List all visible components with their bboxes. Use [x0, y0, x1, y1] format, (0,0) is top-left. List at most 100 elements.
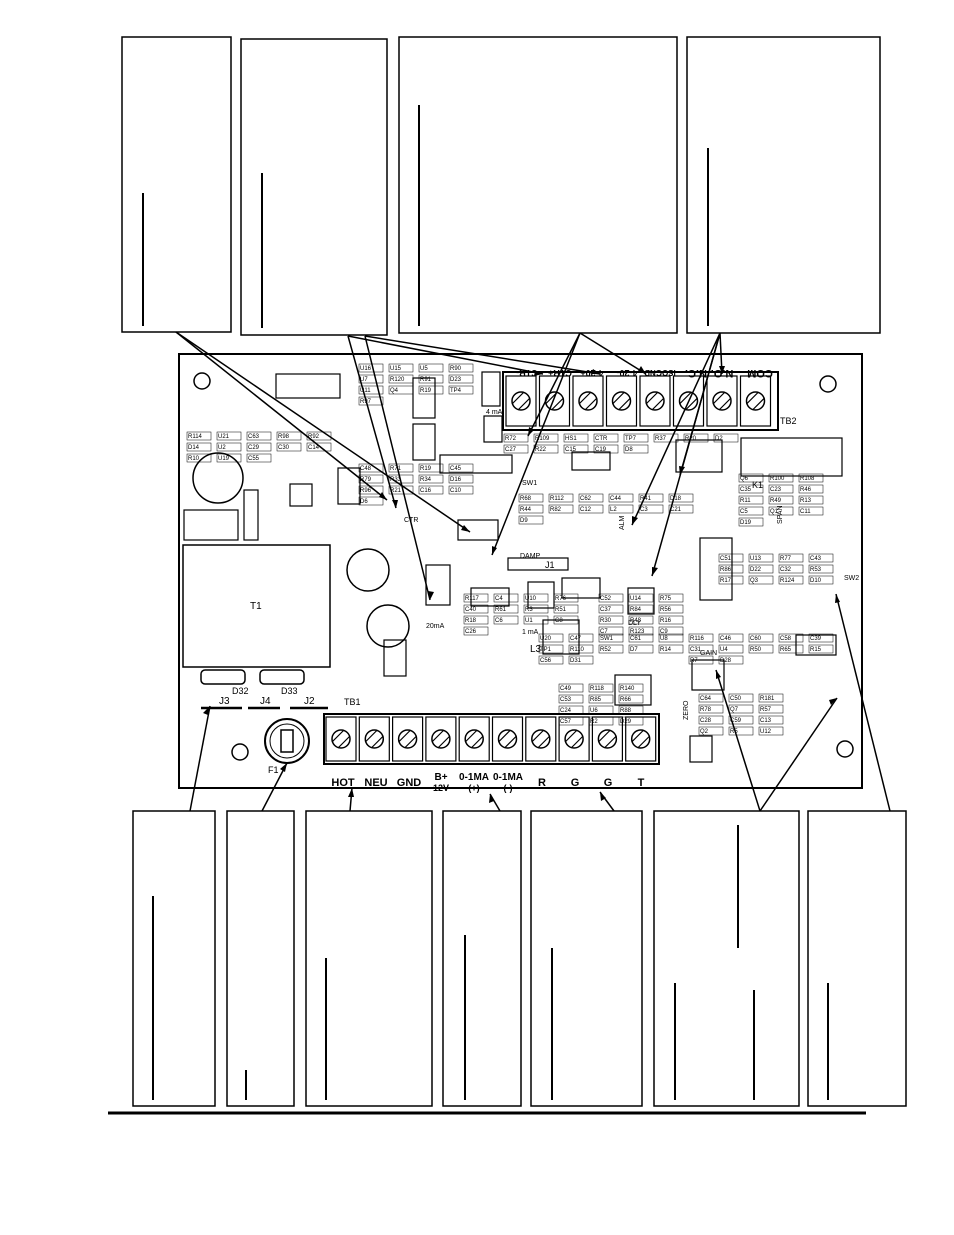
ic-u2 — [699, 537, 733, 601]
part-label: R78 — [700, 707, 712, 713]
part-outline — [653, 433, 679, 443]
callout-box-bottom-1 — [132, 810, 216, 1107]
part-label: C37 — [600, 607, 612, 613]
part-label: C13 — [760, 718, 772, 724]
part-outline — [463, 615, 489, 625]
part-label: R68 — [520, 496, 532, 502]
label-sw1: SW1 — [522, 480, 537, 487]
part-outline — [216, 453, 242, 463]
label-t1: T1 — [250, 601, 262, 612]
part-label: R49 — [770, 498, 782, 504]
part-label: C27 — [505, 447, 517, 453]
part-label: U12 — [760, 729, 772, 735]
part-label: C57 — [560, 719, 572, 725]
part-outline — [738, 506, 764, 516]
part-label: C21 — [670, 507, 682, 513]
part-label: R72 — [505, 436, 517, 442]
part-label: R116 — [690, 636, 705, 642]
tb2-terminal-head — [578, 391, 598, 411]
tb1-terminal-slot — [437, 735, 451, 749]
part-outline — [768, 506, 794, 516]
part-label: R123 — [630, 629, 645, 635]
part-outline — [628, 644, 654, 654]
tb1-terminal-slot — [470, 735, 484, 749]
tb2-terminal-slot — [618, 397, 631, 411]
part-label: R10 — [188, 456, 200, 462]
tb2-terminal-head — [645, 391, 665, 411]
ic-u4 — [561, 577, 601, 599]
part-label: R114 — [188, 434, 203, 440]
part-label: C52 — [600, 596, 612, 602]
tb2-terminal-head — [511, 391, 531, 411]
part-label: D28 — [720, 658, 732, 664]
tb1-terminal-head — [464, 729, 484, 749]
part-label: R30 — [600, 618, 612, 624]
ic-u8 — [571, 451, 611, 471]
part-outline — [808, 644, 834, 654]
callout-box-top-3 — [398, 36, 678, 334]
tb1-label-01ma-b: 0-1MA — [493, 772, 523, 783]
part-label: C5 — [740, 509, 748, 515]
part-outline — [768, 484, 794, 494]
part-outline — [758, 693, 784, 703]
part-outline — [246, 431, 272, 441]
tb2-terminal-head — [712, 391, 732, 411]
pot-dly — [627, 587, 655, 615]
part-label: R21 — [390, 488, 402, 494]
part-outline — [713, 433, 739, 443]
part-label: C11 — [800, 509, 811, 515]
ic-u7 — [457, 519, 499, 541]
part-label: TP1 — [540, 647, 552, 653]
part-outline — [718, 564, 744, 574]
part-outline — [758, 726, 784, 736]
tb2-terminal-slot — [517, 397, 531, 411]
part-outline — [306, 442, 332, 452]
part-label: D10 — [810, 578, 822, 584]
part-outline — [578, 493, 604, 503]
part-label: U11 — [360, 388, 371, 394]
tb1-terminal-slot — [370, 735, 384, 749]
part-label: D18 — [670, 496, 682, 502]
transformer-t1: T1 — [182, 544, 331, 668]
part-outline — [538, 633, 564, 643]
part-label: C46 — [720, 636, 732, 642]
part-label: C19 — [595, 447, 607, 453]
part-outline — [728, 693, 754, 703]
tb1-label-hot: HOT — [331, 777, 355, 789]
part-label: R181 — [760, 696, 775, 702]
part-label: C63 — [248, 434, 260, 440]
part-outline — [418, 485, 444, 495]
part-outline — [493, 615, 519, 625]
part-label: U8 — [660, 636, 668, 642]
part-label: R17 — [720, 578, 732, 584]
part-label: U13 — [750, 556, 762, 562]
capacitor-c59 — [366, 604, 410, 648]
callout-boxes-bottom — [132, 810, 907, 1107]
part-label: R90 — [450, 366, 462, 372]
part-outline — [758, 715, 784, 725]
part-outline — [358, 396, 384, 406]
part-label: R92 — [308, 434, 320, 440]
part-label: C48 — [360, 466, 372, 472]
tb2-terminal — [605, 375, 638, 427]
part-outline — [623, 444, 649, 454]
leader-lines — [175, 331, 891, 812]
tb2-terminal — [538, 375, 571, 427]
part-outline — [548, 493, 574, 503]
part-outline — [418, 363, 444, 373]
part-label: R56 — [660, 607, 672, 613]
tb1-terminal-slot — [504, 735, 517, 749]
part-label: D23 — [450, 377, 462, 383]
part-outline — [718, 633, 744, 643]
tb2-terminal-slot — [752, 397, 765, 411]
part-outline — [658, 615, 684, 625]
part-outline — [628, 593, 654, 603]
heatsink-hs1 — [243, 489, 259, 541]
part-outline — [598, 626, 624, 636]
part-outline — [778, 553, 804, 563]
part-label: U21 — [218, 434, 230, 440]
part-label: Q2 — [700, 729, 709, 735]
part-label: C53 — [560, 697, 572, 703]
part-label: R52 — [600, 647, 612, 653]
part-label: C60 — [750, 636, 762, 642]
